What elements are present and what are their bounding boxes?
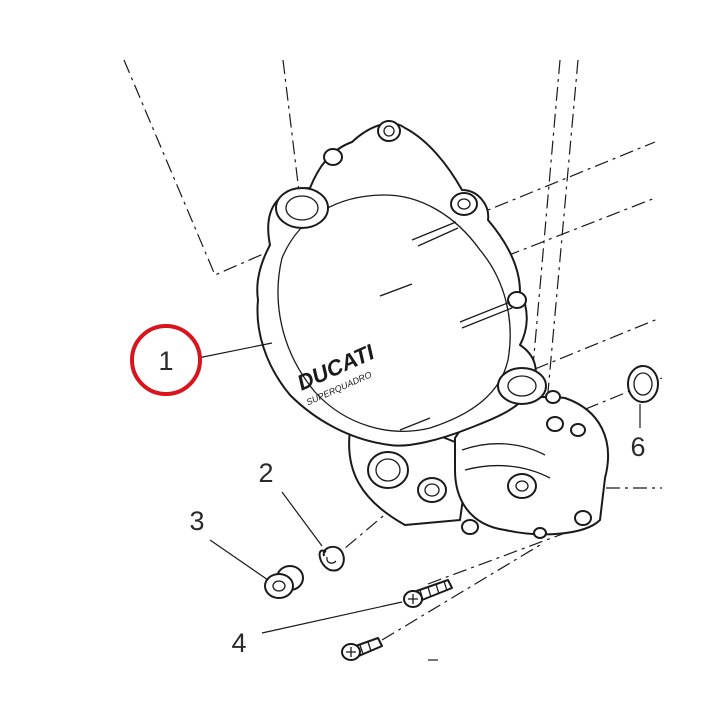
callout-labels: 1 2 3 4 6 [130, 324, 646, 658]
callout-6[interactable]: 6 [630, 432, 645, 462]
callout-3[interactable]: 3 [189, 506, 204, 536]
part-6-seal [627, 365, 659, 403]
callout-1[interactable]: 1 [158, 346, 173, 376]
callout-leader-lines [197, 342, 641, 634]
part-2-circlip [318, 545, 345, 572]
part-1-engine-cover: DUCATI SUPERQUADRO [256, 120, 610, 539]
highlight-circle [130, 324, 202, 396]
part-3-plug [264, 565, 304, 599]
part-4-screw [403, 579, 453, 608]
part-5-screw [341, 637, 438, 661]
callout-2[interactable]: 2 [258, 458, 273, 488]
callout-4[interactable]: 4 [231, 628, 246, 658]
